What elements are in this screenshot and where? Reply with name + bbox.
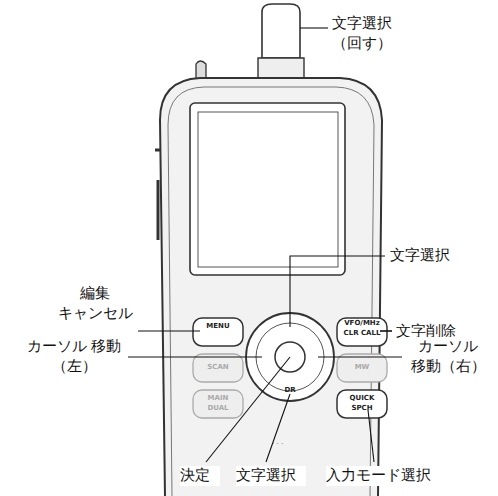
callout-label: 入力モード選択 xyxy=(326,466,446,486)
button-label: QUICK xyxy=(339,395,385,402)
button-label: DUAL xyxy=(195,405,241,412)
callout-label: 決定 xyxy=(180,466,220,486)
button-label: CLR CALL xyxy=(339,330,385,337)
callout-label: 文字選択 （回す） xyxy=(332,14,404,53)
button-label: MW xyxy=(339,364,385,371)
callout-label: 編集 キャンセル xyxy=(52,284,138,323)
callout-label: 文字選択 xyxy=(390,246,470,266)
button-label: SPCH xyxy=(339,405,385,412)
button-label: MENU xyxy=(195,323,241,330)
button-label: VFO/MHz xyxy=(339,320,385,327)
button-label: MAIN xyxy=(195,395,241,402)
button-label: SCAN xyxy=(195,364,241,371)
callout-label: 文字選択 xyxy=(236,466,306,486)
callout-label: カーソル 移動（左） xyxy=(24,337,124,376)
button-label: DR xyxy=(276,387,304,394)
callout-label: カーソル 移動（右） xyxy=(402,337,494,376)
